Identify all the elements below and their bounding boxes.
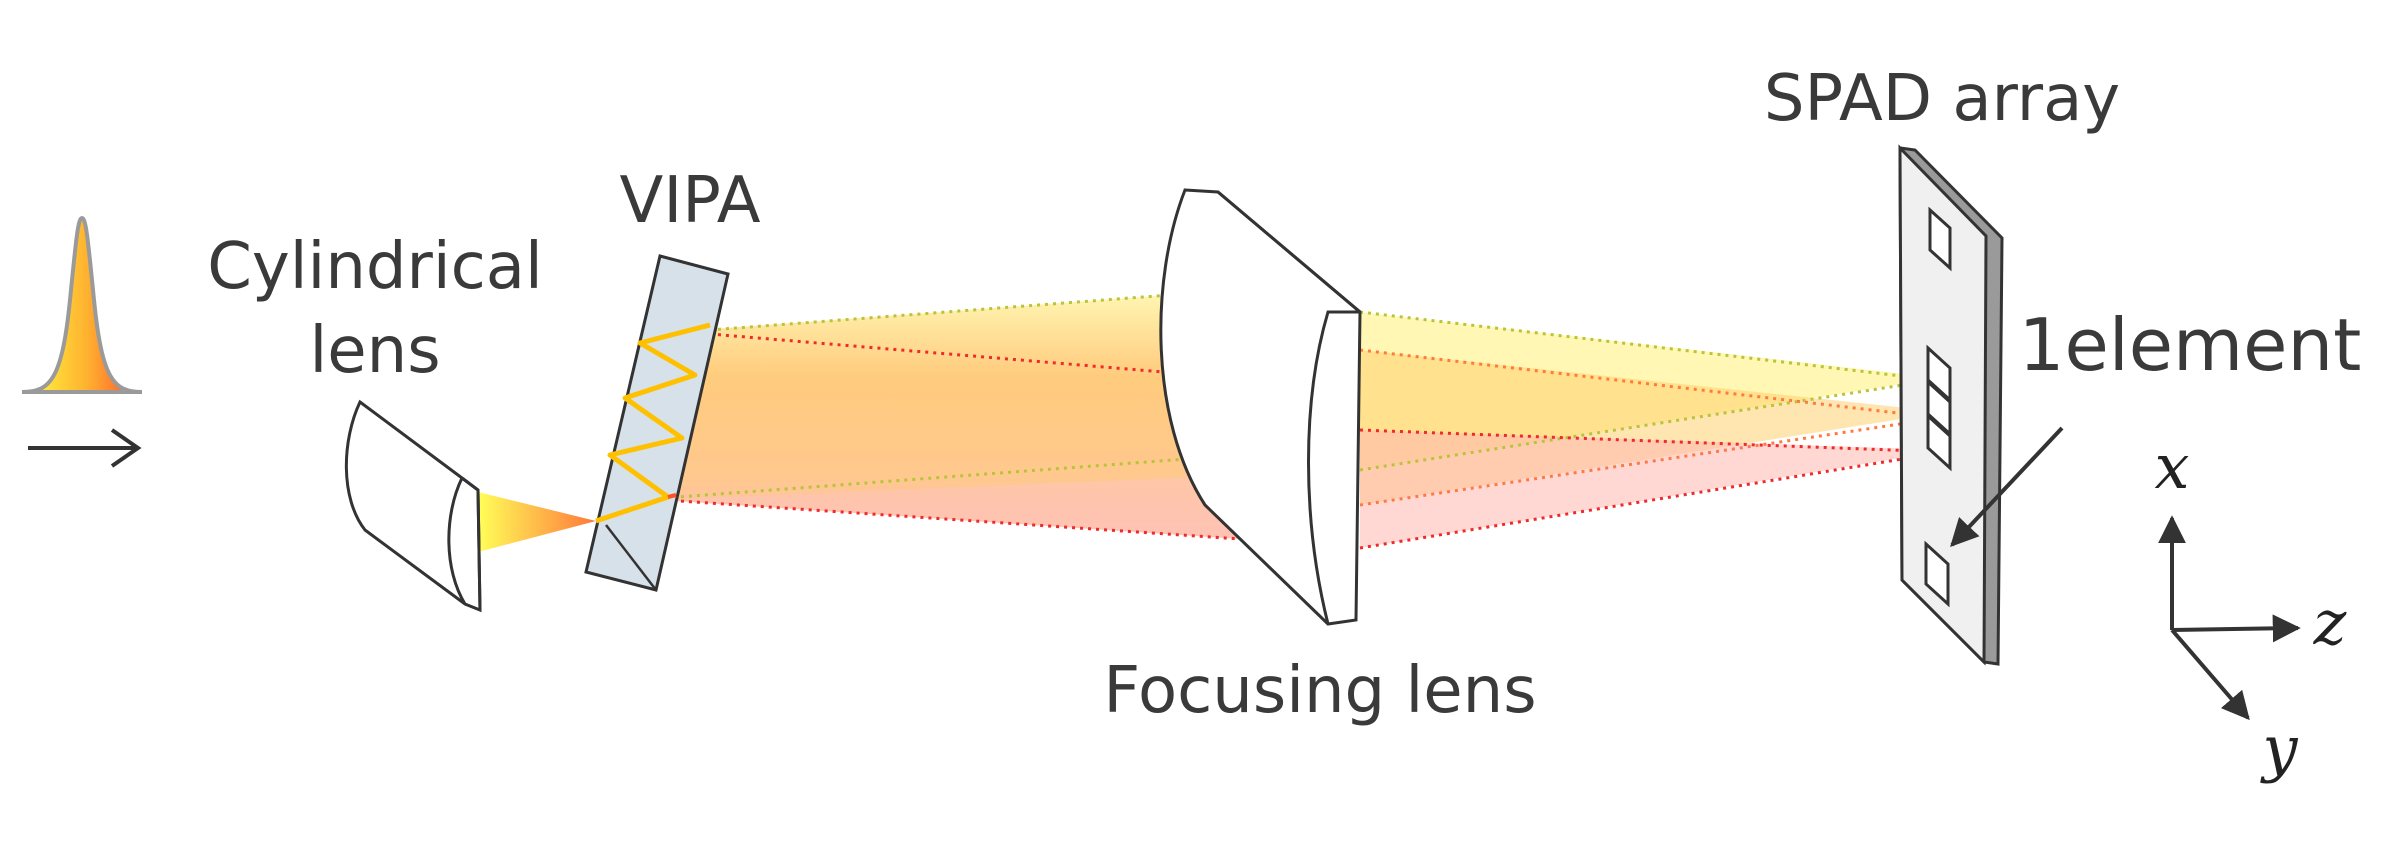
coordinate-axes (2158, 515, 2301, 721)
cylindrical-lens-label-line2: lens (309, 314, 440, 388)
dispersed-beam-region (662, 290, 1255, 540)
focusing-lens (1159, 188, 1362, 626)
spad-pixel (1926, 412, 1952, 472)
one-element-label: 1element (2019, 303, 2362, 387)
input-pulse-icon (21, 215, 143, 394)
spad-pixel (1924, 540, 1950, 608)
propagation-arrow-icon (28, 428, 142, 468)
cylindrical-lens (344, 399, 482, 613)
y-axis-label: y (2259, 712, 2298, 785)
spad-array-label: SPAD array (1764, 62, 2120, 136)
red-beam-region (662, 470, 1360, 545)
spad-pixel (1928, 206, 1952, 272)
cylindrical-lens-label-line1: Cylindrical (207, 230, 543, 304)
spad-array (1898, 144, 2004, 666)
input-beam-cone (478, 492, 596, 552)
z-axis-label: z (2313, 586, 2347, 659)
vipa-label: VIPA (620, 164, 761, 238)
dotted-rays-to-spad (1359, 310, 1946, 550)
focusing-lens-label: Focusing lens (1103, 654, 1536, 728)
x-axis-label: x (2155, 430, 2190, 503)
dotted-rays-to-lens (664, 288, 1256, 542)
vipa-etalon (584, 254, 730, 592)
element-pointer-arrow (1950, 426, 2064, 548)
converging-beam-red (1360, 430, 1948, 548)
